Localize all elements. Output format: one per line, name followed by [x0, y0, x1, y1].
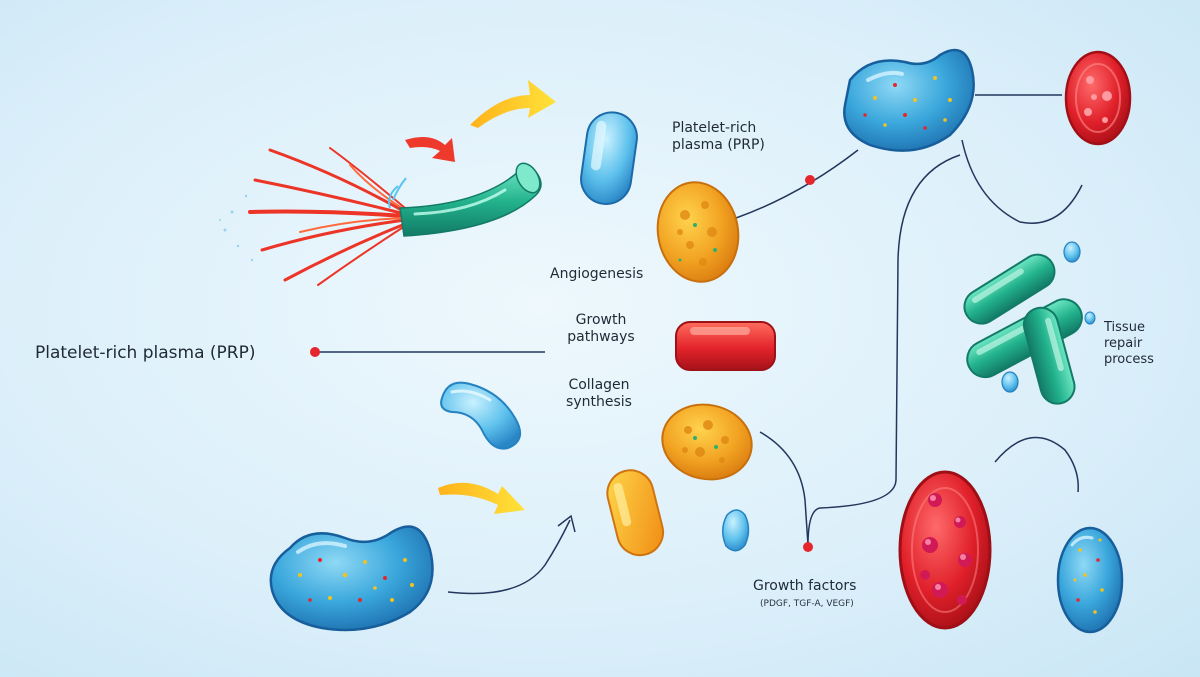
- connector-collagen-cell: [759, 431, 809, 546]
- red-arrow: [405, 136, 455, 162]
- label-tissue-line3: process: [1104, 352, 1154, 367]
- label-prp-top: Platelet-rich plasma (PRP): [672, 120, 765, 154]
- yellow-capsule-bottom: [606, 469, 665, 557]
- blue-cell-bottom-left: [269, 525, 434, 632]
- label-collagen-synthesis: Collagen synthesis: [546, 377, 652, 411]
- connector-lines: [316, 94, 1083, 595]
- node-dot-top: [805, 175, 815, 185]
- blue-bent-capsule: [440, 381, 522, 450]
- label-tissue-line1: Tissue: [1104, 320, 1145, 335]
- connector-blue-bottom: [447, 519, 571, 595]
- blue-capsule-top: [580, 111, 638, 205]
- label-collagen-line2: synthesis: [566, 394, 632, 410]
- connector-tissue-bottom: [994, 436, 1079, 493]
- node-dot-main: [310, 347, 320, 357]
- label-main-prp: Platelet-rich plasma (PRP): [35, 343, 256, 363]
- label-tissue-line2: repair: [1104, 336, 1143, 351]
- green-rods-tissue: [963, 253, 1083, 405]
- label-angiogenesis: Angiogenesis: [550, 266, 644, 282]
- label-growth-pathways: Growth pathways: [548, 312, 654, 346]
- orange-cell-top: [656, 181, 740, 283]
- node-dot-growth-factors: [803, 542, 813, 552]
- blue-cell-bottom-right: [1056, 526, 1124, 634]
- label-prp-top-line1: Platelet-rich: [672, 120, 757, 136]
- fiber-tendrils: [248, 147, 407, 286]
- label-growth-factors-sub: (PDGF, TGF-A, VEGF): [760, 599, 854, 609]
- blue-droplet-small: [722, 509, 750, 552]
- label-growth-pathways-line2: pathways: [567, 329, 635, 345]
- connector-orange-to-blue: [735, 149, 859, 219]
- fiber-end: [515, 162, 541, 194]
- yellow-arrow-top: [470, 80, 556, 128]
- label-growth-factors: Growth factors: [753, 578, 857, 594]
- red-pill: [675, 321, 776, 371]
- label-growth-pathways-line1: Growth: [575, 312, 627, 328]
- blue-cell-top-right: [843, 48, 975, 152]
- blue-droplets-right: [1001, 241, 1096, 393]
- label-tissue-repair: Tissue repair process: [1104, 320, 1154, 368]
- connector-growth-factors: [807, 154, 961, 546]
- fiber-splash: [388, 177, 407, 209]
- connector-tissue-top: [961, 139, 1083, 224]
- particle-dots: [219, 194, 254, 262]
- label-collagen-line1: Collagen: [568, 377, 630, 393]
- red-cell-bottom-right: [898, 470, 992, 630]
- red-cell-top-right: [1064, 50, 1132, 146]
- yellow-arrow-bottom: [438, 482, 525, 514]
- arrowhead-bottom: [557, 514, 576, 533]
- label-prp-top-line2: plasma (PRP): [672, 137, 765, 153]
- orange-cell-middle: [661, 403, 753, 481]
